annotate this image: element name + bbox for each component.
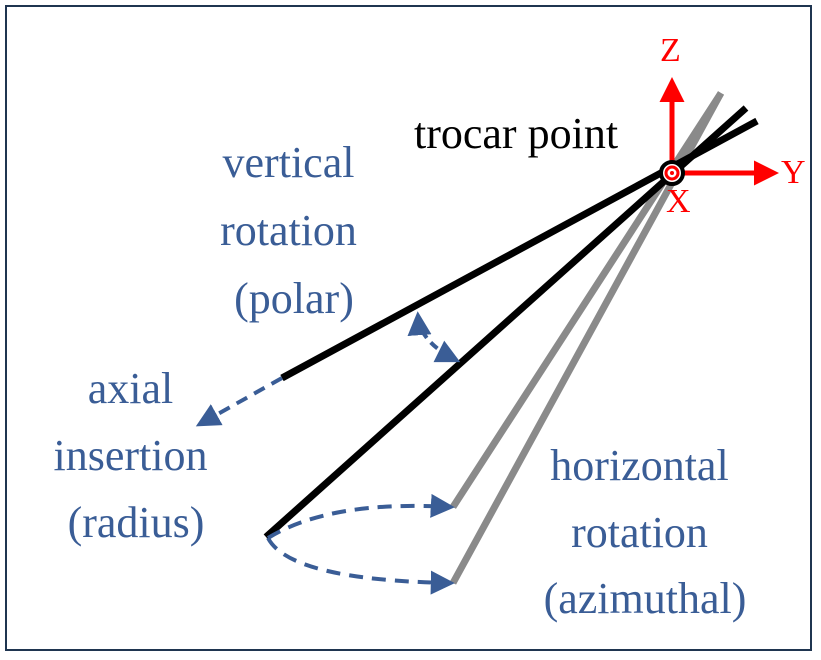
horizontal-rotation-label: horizontal rotation (azimuthal) — [544, 441, 747, 623]
horizontal-rotation-arrow-lower — [266, 536, 455, 595]
axis-y-label: Y — [781, 154, 806, 191]
axis-x-label: X — [666, 183, 691, 220]
axis-z-label: Z — [660, 32, 681, 69]
vertical-rotation-arrow — [407, 311, 461, 363]
axial-insertion-arrow — [195, 376, 283, 427]
vertical-rotation-label: vertical rotation (polar) — [220, 138, 368, 323]
horizontal-rotation-arrow-upper — [266, 493, 455, 540]
trocar-point-dot — [670, 171, 674, 175]
trocar-point-label: trocar point — [414, 109, 618, 158]
axial-insertion-label: axial insertion (radius) — [54, 364, 219, 547]
trocar-point-ring — [664, 165, 680, 181]
